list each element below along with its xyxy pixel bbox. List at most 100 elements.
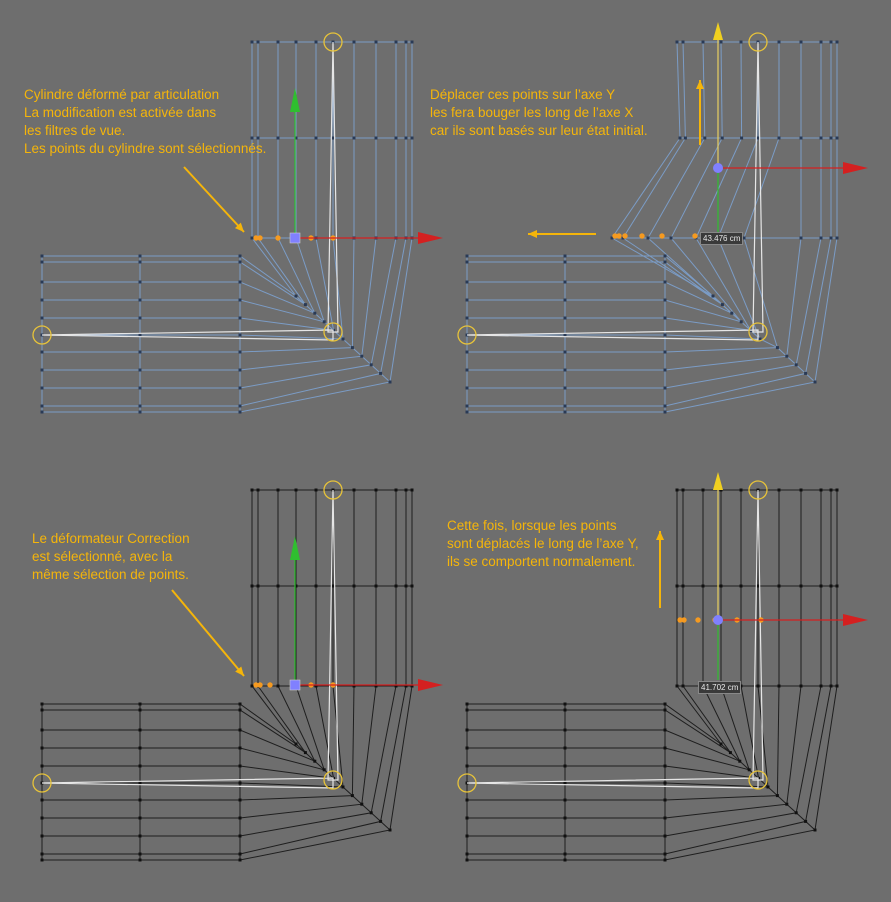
mesh-vertex: [563, 816, 567, 820]
mesh-vertex: [238, 410, 242, 414]
mesh-vertex: [675, 584, 679, 588]
note-line: Le déformateur Correction: [32, 531, 190, 546]
mesh-vertex: [138, 702, 142, 706]
mesh-vertex: [388, 828, 392, 832]
mesh-vertex: [720, 136, 724, 140]
bone-horizontal: [466, 777, 759, 789]
mesh-vertex: [663, 781, 667, 785]
mesh-vertex: [465, 280, 469, 284]
mesh-vertex: [465, 254, 469, 258]
mesh-vertex: [294, 488, 298, 492]
mesh-vertex: [314, 136, 318, 140]
mesh-vertex: [777, 488, 781, 492]
mesh-vertex: [322, 768, 326, 772]
mesh-vertex: [829, 136, 833, 140]
note-line: sont déplacés le long de l’axe Y,: [447, 536, 639, 551]
mesh-vertex: [663, 368, 667, 372]
mesh-vertex: [663, 798, 667, 802]
mesh-vertex: [238, 350, 242, 354]
mesh-vertex: [465, 368, 469, 372]
mesh-vertex: [40, 764, 44, 768]
mesh-vertex: [238, 852, 242, 856]
mesh-vertex: [747, 768, 751, 772]
mesh-vertex: [40, 816, 44, 820]
mesh-vertex: [276, 684, 280, 688]
mesh-vertex: [331, 584, 335, 588]
mesh-vertex: [374, 488, 378, 492]
pointer-arrow-icon-head: [234, 222, 244, 232]
mesh-vertex: [138, 316, 142, 320]
mesh-vertex: [701, 584, 705, 588]
mesh-vertex: [138, 708, 142, 712]
mesh-vertex: [314, 684, 318, 688]
mesh-vertex: [465, 798, 469, 802]
note-line: car ils sont basés sur leur état initial…: [430, 123, 648, 138]
mesh-vertex: [681, 40, 685, 44]
note-line: ils se comportent normalement.: [447, 554, 636, 569]
x-axis-arrow-icon: [418, 679, 443, 691]
mesh-vertex: [829, 40, 833, 44]
move-handle-icon: [713, 615, 723, 625]
mesh-vertex: [138, 410, 142, 414]
mesh-vertex: [777, 684, 781, 688]
mesh-vertex: [663, 404, 667, 408]
mesh-vertex: [352, 684, 356, 688]
mesh-vertex: [775, 346, 779, 350]
mesh-vertex: [352, 488, 356, 492]
mesh-vertex: [352, 40, 356, 44]
mesh-vertex: [250, 236, 254, 240]
move-handle-icon: [713, 163, 723, 173]
mesh-vertex: [829, 684, 833, 688]
mesh-vertex: [40, 260, 44, 264]
mesh-vertex: [40, 852, 44, 856]
joint-circle-icon: [323, 770, 343, 790]
mesh-vertex: [563, 386, 567, 390]
mesh-vertex: [238, 834, 242, 838]
mesh-vertex: [350, 794, 354, 798]
mesh-vertex: [250, 136, 254, 140]
note-top-right: Déplacer ces points sur l’axe Y les fera…: [430, 86, 648, 140]
mesh-vertex: [40, 404, 44, 408]
mesh-vertex: [303, 751, 307, 755]
mesh-vertex: [563, 702, 567, 706]
mesh-vertex: [238, 816, 242, 820]
mesh-vertex: [465, 316, 469, 320]
mesh-vertex: [563, 316, 567, 320]
mesh-vertex: [256, 136, 260, 140]
mesh-vertex: [238, 798, 242, 802]
mesh-vertex: [777, 40, 781, 44]
mesh-vertex: [819, 584, 823, 588]
mesh-vertex: [410, 584, 414, 588]
note-line: Les points du cylindre sont sélectionnés…: [24, 141, 267, 156]
y-axis-arrow-icon: [713, 472, 723, 490]
mesh-vertex: [138, 816, 142, 820]
mesh-vertex: [719, 40, 723, 44]
mesh-vertex: [563, 728, 567, 732]
note-top-left: Cylindre déformé par articulation La mod…: [24, 86, 266, 158]
mesh-vertex: [410, 684, 414, 688]
mesh-vertex: [563, 781, 567, 785]
mesh-vertex: [138, 781, 142, 785]
mesh-vertex: [138, 280, 142, 284]
joint-circle-icon: [748, 32, 768, 52]
mesh-vertex: [238, 333, 242, 337]
mesh-vertex: [40, 410, 44, 414]
mesh-vertex: [40, 728, 44, 732]
mesh-vertex: [756, 584, 760, 588]
move-up-arrow-icon-head: [656, 531, 664, 540]
mesh-vertex: [256, 40, 260, 44]
mesh-vertex: [835, 236, 839, 240]
mesh-vertex: [756, 684, 760, 688]
bone-horizontal: [41, 777, 334, 789]
mesh-vertex: [663, 728, 667, 732]
mesh-vertex: [819, 236, 823, 240]
mesh-vertex: [369, 363, 373, 367]
mesh-vertex: [703, 136, 707, 140]
mesh-vertex: [40, 858, 44, 862]
mesh-vertex: [799, 136, 803, 140]
mesh-vertex: [563, 350, 567, 354]
mesh-vertex: [341, 337, 345, 341]
y-axis-arrow-icon: [713, 22, 723, 40]
mesh-vertex: [681, 684, 685, 688]
mesh-vertex: [410, 136, 414, 140]
